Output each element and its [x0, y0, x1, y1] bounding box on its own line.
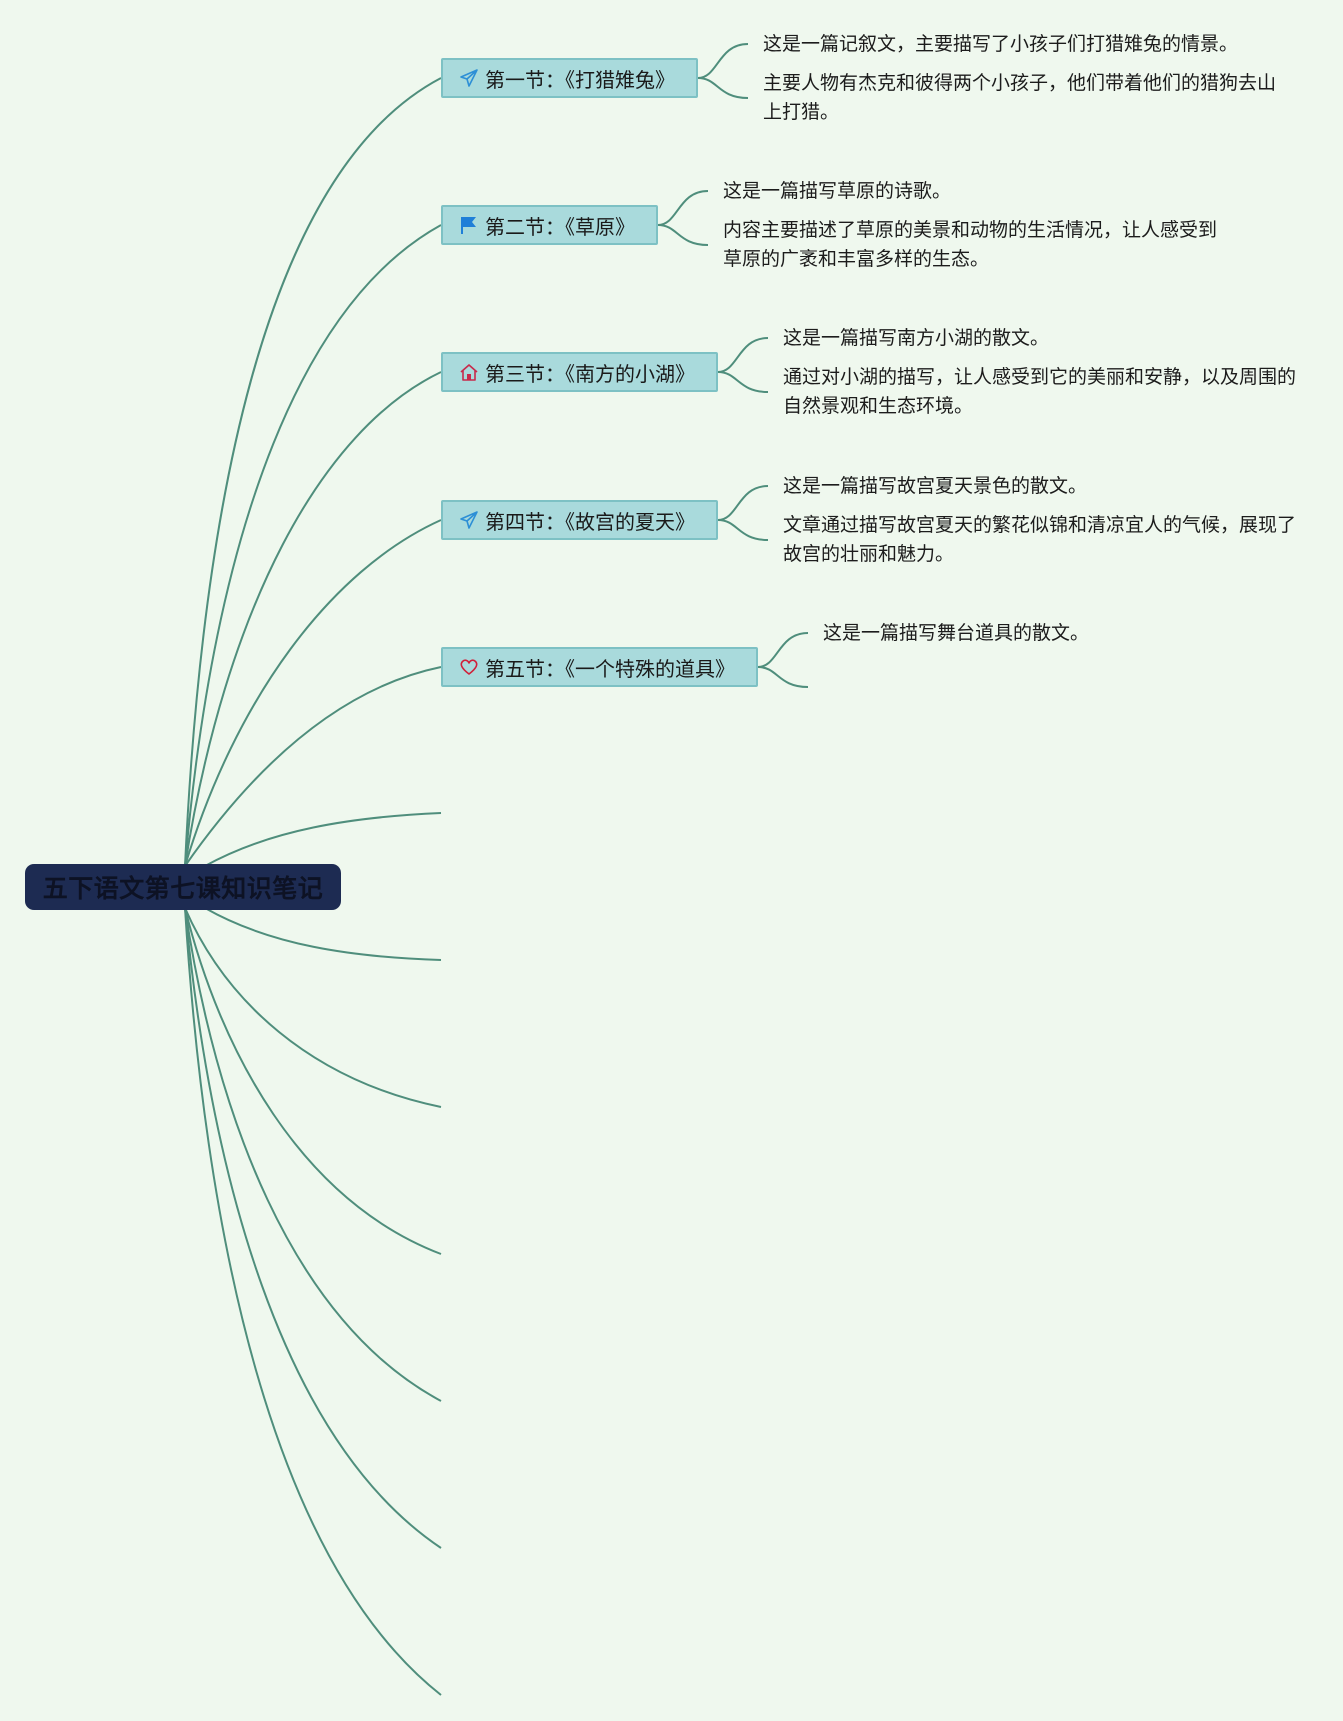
section-2-note-2: 内容主要描述了草原的美景和动物的生活情况，让人感受到草原的广袤和丰富多样的生态。	[723, 219, 1218, 270]
branch-line-12	[184, 907, 442, 1696]
topic-section-1[interactable]: 第一节：《打猎雉兔》	[441, 58, 698, 98]
topic-section-5[interactable]: 第五节：《一个特殊的道具》	[441, 647, 758, 687]
note-line-4b	[717, 519, 769, 541]
branch-line-5	[184, 666, 442, 867]
branch-line-3	[184, 371, 442, 867]
note-line-1b	[697, 77, 749, 99]
branch-line-6	[204, 812, 442, 867]
note-line-4a	[717, 485, 769, 521]
note-line-1a	[697, 43, 749, 79]
note-line-2b	[657, 224, 709, 246]
section-1-note-1: 这是一篇记叙文，主要描写了小孩子们打猎雉兔的情景。	[763, 33, 1239, 55]
topic-label: 第五节：《一个特殊的道具》	[485, 656, 735, 681]
branch-line-11	[184, 907, 442, 1549]
home-icon	[458, 361, 480, 383]
section-5-note-1: 这是一篇描写舞台道具的散文。	[823, 622, 1090, 644]
section-4-note-2: 文章通过描写故宫夏天的繁花似锦和清凉宜人的气候，展现了故宫的壮丽和魅力。	[783, 514, 1297, 565]
topic-section-3[interactable]: 第三节：《南方的小湖》	[441, 352, 718, 392]
heart-icon	[458, 656, 480, 678]
note-line-5b	[757, 666, 809, 688]
flag-icon	[458, 214, 480, 236]
branch-line-4	[184, 519, 442, 867]
note-line-3b	[717, 371, 769, 393]
topic-label: 第三节：《南方的小湖》	[485, 361, 695, 386]
note-line-5a	[757, 632, 809, 668]
topic-section-4[interactable]: 第四节：《故宫的夏天》	[441, 500, 718, 540]
topic-label: 第二节：《草原》	[485, 214, 635, 239]
paper-plane-icon	[458, 67, 480, 89]
branch-line-8	[184, 907, 442, 1108]
root-topic[interactable]: 五下语文第七课知识笔记	[25, 864, 341, 910]
section-2-note-1: 这是一篇描写草原的诗歌。	[723, 180, 952, 202]
note-line-2a	[657, 190, 709, 226]
section-4-note-1: 这是一篇描写故宫夏天景色的散文。	[783, 475, 1088, 497]
section-3-note-1: 这是一篇描写南方小湖的散文。	[783, 327, 1050, 349]
root-topic-label: 五下语文第七课知识笔记	[42, 874, 324, 903]
topic-label: 第一节：《打猎雉兔》	[485, 67, 675, 92]
branch-line-1	[184, 77, 442, 867]
note-line-3a	[717, 337, 769, 373]
topic-section-2[interactable]: 第二节：《草原》	[441, 205, 658, 245]
branch-line-9	[184, 907, 442, 1255]
paper-plane-icon	[458, 509, 480, 531]
branch-line-2	[184, 224, 442, 867]
branch-line-10	[184, 907, 442, 1402]
section-1-note-2: 主要人物有杰克和彼得两个小孩子，他们带着他们的猎狗去山上打猎。	[763, 72, 1277, 123]
section-3-note-2: 通过对小湖的描写，让人感受到它的美丽和安静，以及周围的自然景观和生态环境。	[783, 366, 1297, 417]
topic-label: 第四节：《故宫的夏天》	[485, 509, 695, 534]
branch-line-7	[204, 907, 442, 961]
